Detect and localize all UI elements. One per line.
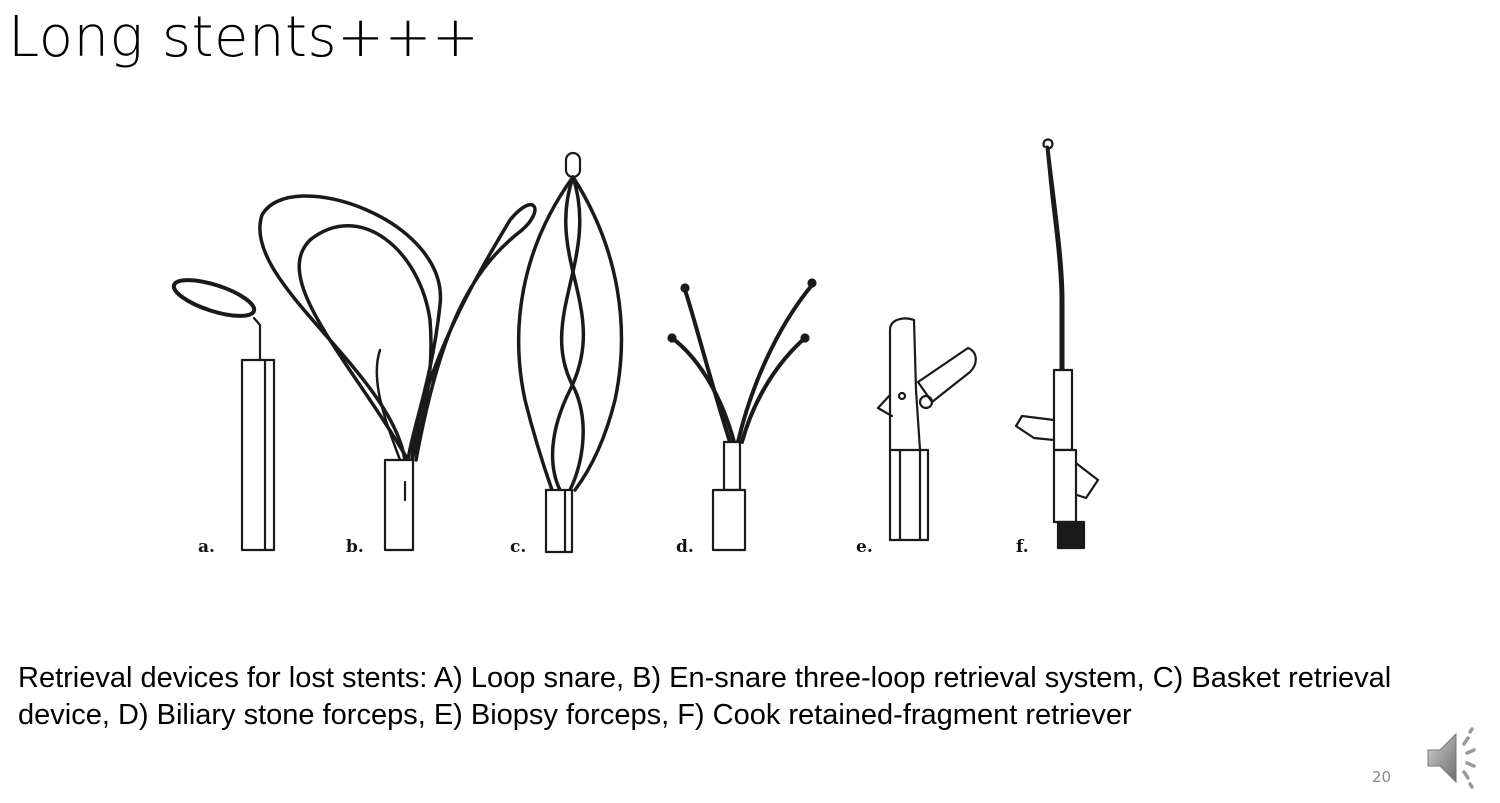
speaker-icon[interactable]	[1422, 726, 1486, 790]
slide-title: Long stents+++	[8, 5, 480, 70]
figure-caption: Retrieval devices for lost stents: A) Lo…	[18, 662, 1392, 731]
biliary-stone-forceps	[667, 278, 817, 552]
en-snare-device	[258, 194, 537, 552]
retained-fragment-retriever	[1014, 138, 1100, 550]
figure-label-b: b.	[346, 537, 364, 557]
slide-number: 20	[1372, 768, 1392, 786]
figure-label-e: e.	[856, 537, 873, 557]
figure-label-a: a.	[198, 537, 215, 557]
loop-snare-device	[171, 278, 276, 552]
biopsy-forceps	[876, 317, 977, 542]
figure-label-c: c.	[510, 537, 526, 557]
figure-label-f: f.	[1016, 537, 1029, 557]
retrieval-devices-illustration: a. b. c. d. e. f.	[150, 120, 1130, 580]
figure-label-d: d.	[676, 537, 694, 557]
basket-retrieval-device	[516, 151, 624, 554]
